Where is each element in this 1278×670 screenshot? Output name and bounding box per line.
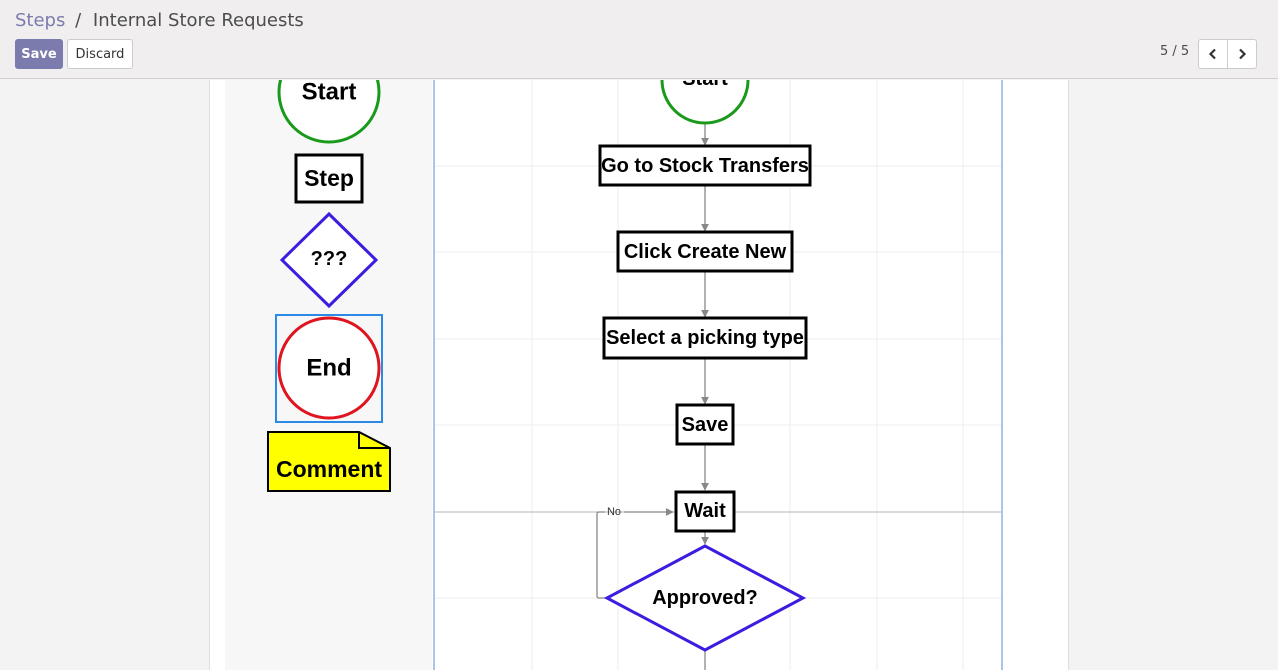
flow-step-label: Click Create New bbox=[624, 241, 787, 263]
flow-decision-label: Approved? bbox=[652, 587, 758, 609]
palette-start-shape[interactable]: Start bbox=[277, 42, 381, 144]
flow-step-label: Save bbox=[682, 414, 729, 436]
breadcrumb-separator: / bbox=[75, 10, 82, 31]
flow-start-node[interactable]: Start bbox=[660, 37, 750, 125]
flow-start-label: Start bbox=[682, 68, 728, 90]
palette-step-shape[interactable]: Step bbox=[294, 153, 364, 204]
pager-value: 5 / 5 bbox=[1160, 44, 1190, 59]
palette-end-shape[interactable]: End bbox=[275, 314, 383, 423]
palette-comment-shape[interactable]: Comment bbox=[267, 431, 391, 492]
palette-start-label: Start bbox=[302, 79, 357, 106]
flow-step-node[interactable]: Click Create New bbox=[616, 230, 794, 273]
flow-step-label: Go to Stock Transfers bbox=[601, 155, 809, 177]
palette-selection-box bbox=[275, 314, 383, 423]
connectors bbox=[596, 122, 709, 670]
chevron-left-icon bbox=[1208, 48, 1216, 60]
palette-decision-label: ??? bbox=[311, 248, 348, 270]
control-panel: Steps / Internal Store Requests Save Dis… bbox=[0, 0, 1278, 79]
flow-step-label: Select a picking type bbox=[606, 327, 804, 349]
flow-step-node[interactable]: Wait bbox=[674, 490, 736, 533]
flow-step-node[interactable]: Go to Stock Transfers bbox=[598, 144, 812, 187]
pager-next-button[interactable] bbox=[1227, 39, 1257, 69]
flow-decision-node[interactable]: Approved? bbox=[603, 544, 807, 652]
palette-step-label: Step bbox=[304, 165, 354, 191]
palette-decision-shape[interactable]: ??? bbox=[279, 211, 379, 309]
flow-step-label: Wait bbox=[684, 500, 726, 522]
chevron-right-icon bbox=[1239, 48, 1247, 60]
breadcrumb-current: Internal Store Requests bbox=[92, 10, 304, 31]
flow-step-node[interactable]: Select a picking type bbox=[602, 316, 808, 360]
loop-no-label: No bbox=[607, 506, 621, 518]
discard-button[interactable]: Discard bbox=[67, 39, 133, 69]
breadcrumb-steps-link[interactable]: Steps bbox=[15, 10, 66, 31]
palette-comment-label: Comment bbox=[276, 456, 382, 482]
flow-step-node[interactable]: Save bbox=[675, 403, 735, 446]
save-button[interactable]: Save bbox=[15, 39, 63, 69]
palette-end-label: End bbox=[306, 355, 351, 382]
breadcrumb: Steps / Internal Store Requests bbox=[15, 10, 304, 31]
